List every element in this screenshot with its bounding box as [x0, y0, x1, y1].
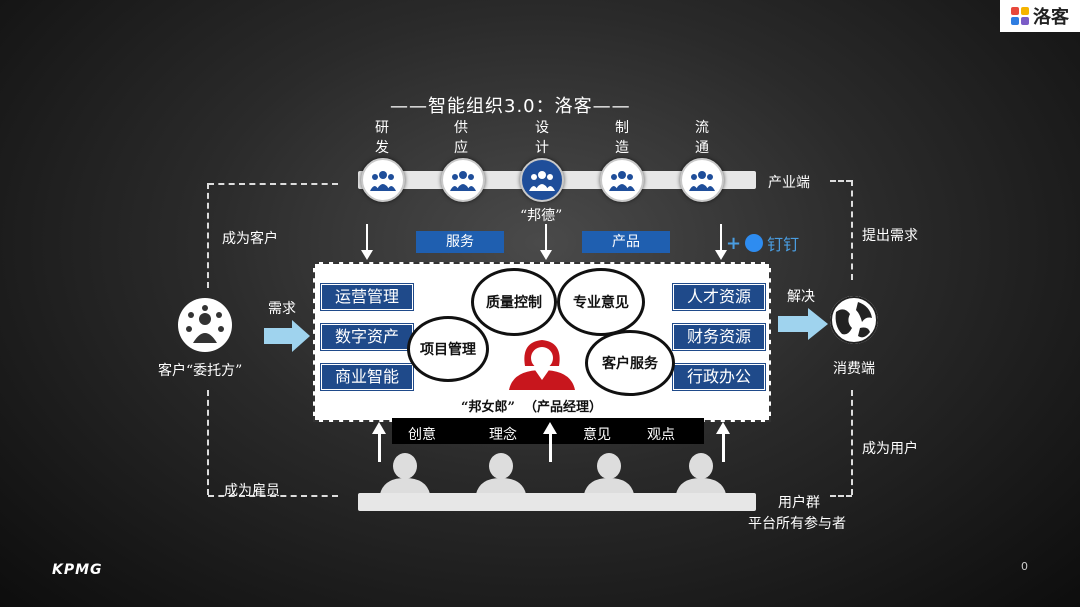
dashed-line-top-left — [208, 183, 338, 185]
team-icon-supply — [441, 158, 485, 202]
digital-assets-box: 数字资产 — [320, 323, 414, 351]
team-icon-manufacture — [600, 158, 644, 202]
input-concept: 理念 — [489, 427, 517, 443]
user-silhouette-icon — [676, 453, 726, 494]
dashed-line-bottom-right — [830, 495, 852, 497]
industry-label: 产业端 — [768, 175, 810, 191]
client-label: 客户“委托方” — [158, 363, 243, 379]
client-network-icon — [178, 298, 232, 352]
expert-opinion-bubble: 专业意见 — [557, 268, 645, 336]
bond-girl-caption: “邦女郎” （产品经理） — [461, 400, 603, 415]
team-icon-design — [520, 158, 564, 202]
dingtalk-icon — [745, 234, 764, 252]
raise-demand-label: 提出需求 — [862, 228, 918, 244]
dashed-line-left-upper — [207, 183, 209, 288]
kpmg-logo: KPMG — [52, 562, 103, 578]
consumer-label: 消费端 — [833, 361, 875, 377]
arrow-down-right — [715, 224, 727, 260]
product-tag: 产品 — [582, 231, 670, 253]
solve-arrow-icon — [778, 308, 828, 340]
input-viewpoint: 观点 — [647, 427, 675, 443]
become-employee-label: 成为雇员 — [224, 483, 280, 499]
arrow-up-2 — [543, 422, 557, 462]
dashed-line-top-right — [830, 180, 852, 182]
talent-resources-box: 人才资源 — [672, 283, 766, 311]
become-user-label: 成为用户 — [862, 441, 918, 457]
dashed-line-left-lower — [207, 390, 209, 495]
arrow-down-left — [361, 224, 373, 260]
globe-icon — [830, 296, 878, 344]
participants-label: 平台所有参与者 — [748, 516, 846, 532]
dashed-line-right-upper — [851, 180, 853, 280]
plus-icon: + — [726, 232, 742, 254]
arrow-down-center — [540, 224, 552, 260]
logo-text: 洛客 — [1033, 7, 1069, 28]
stage-label-distribution: 流通 — [695, 120, 709, 156]
input-creativity: 创意 — [408, 427, 436, 443]
dingtalk-badge: + 钉钉 — [726, 231, 799, 255]
luoke-logo: 洛客 — [1000, 0, 1080, 32]
ops-management-box: 运营管理 — [320, 283, 414, 311]
user-silhouette-icon — [476, 453, 526, 494]
team-icon-rd — [361, 158, 405, 202]
stage-label-supply: 供应 — [454, 120, 468, 156]
stage-label-manufacture: 制造 — [615, 120, 629, 156]
user-group-label: 用户群 — [778, 495, 820, 511]
demand-label: 需求 — [268, 301, 296, 317]
service-tag: 服务 — [416, 231, 504, 253]
dashed-line-bottom-left — [208, 495, 338, 497]
logo-mark-icon — [1011, 7, 1029, 25]
admin-office-box: 行政办公 — [672, 363, 766, 391]
stage-label-design: 设计 — [535, 120, 549, 156]
page-number: 0 — [1021, 560, 1028, 573]
bangde-label: “邦德” — [520, 208, 563, 224]
business-intelligence-box: 商业智能 — [320, 363, 414, 391]
product-manager-icon — [509, 340, 575, 390]
dashed-line-right-lower — [851, 390, 853, 495]
user-base-bar — [358, 493, 756, 511]
user-silhouette-icon — [380, 453, 430, 494]
diagram-title: ——智能组织3.0：洛客—— — [390, 96, 631, 117]
project-management-bubble: 项目管理 — [407, 316, 489, 382]
user-silhouette-icon — [584, 453, 634, 494]
quality-control-bubble: 质量控制 — [471, 268, 557, 336]
input-opinion: 意见 — [583, 427, 611, 443]
dingtalk-label: 钉钉 — [767, 235, 800, 254]
team-icon-distribution — [680, 158, 724, 202]
arrow-up-3 — [716, 422, 730, 462]
demand-arrow-icon — [264, 320, 310, 352]
stage-label-rd: 研发 — [375, 120, 389, 156]
solve-label: 解决 — [787, 289, 815, 305]
become-customer-label: 成为客户 — [222, 231, 278, 247]
customer-service-bubble: 客户服务 — [585, 330, 675, 396]
platform-panel: 运营管理 数字资产 商业智能 人才资源 财务资源 行政办公 质量控制 专业意见 … — [313, 262, 771, 422]
arrow-up-1 — [372, 422, 386, 462]
financial-resources-box: 财务资源 — [672, 323, 766, 351]
